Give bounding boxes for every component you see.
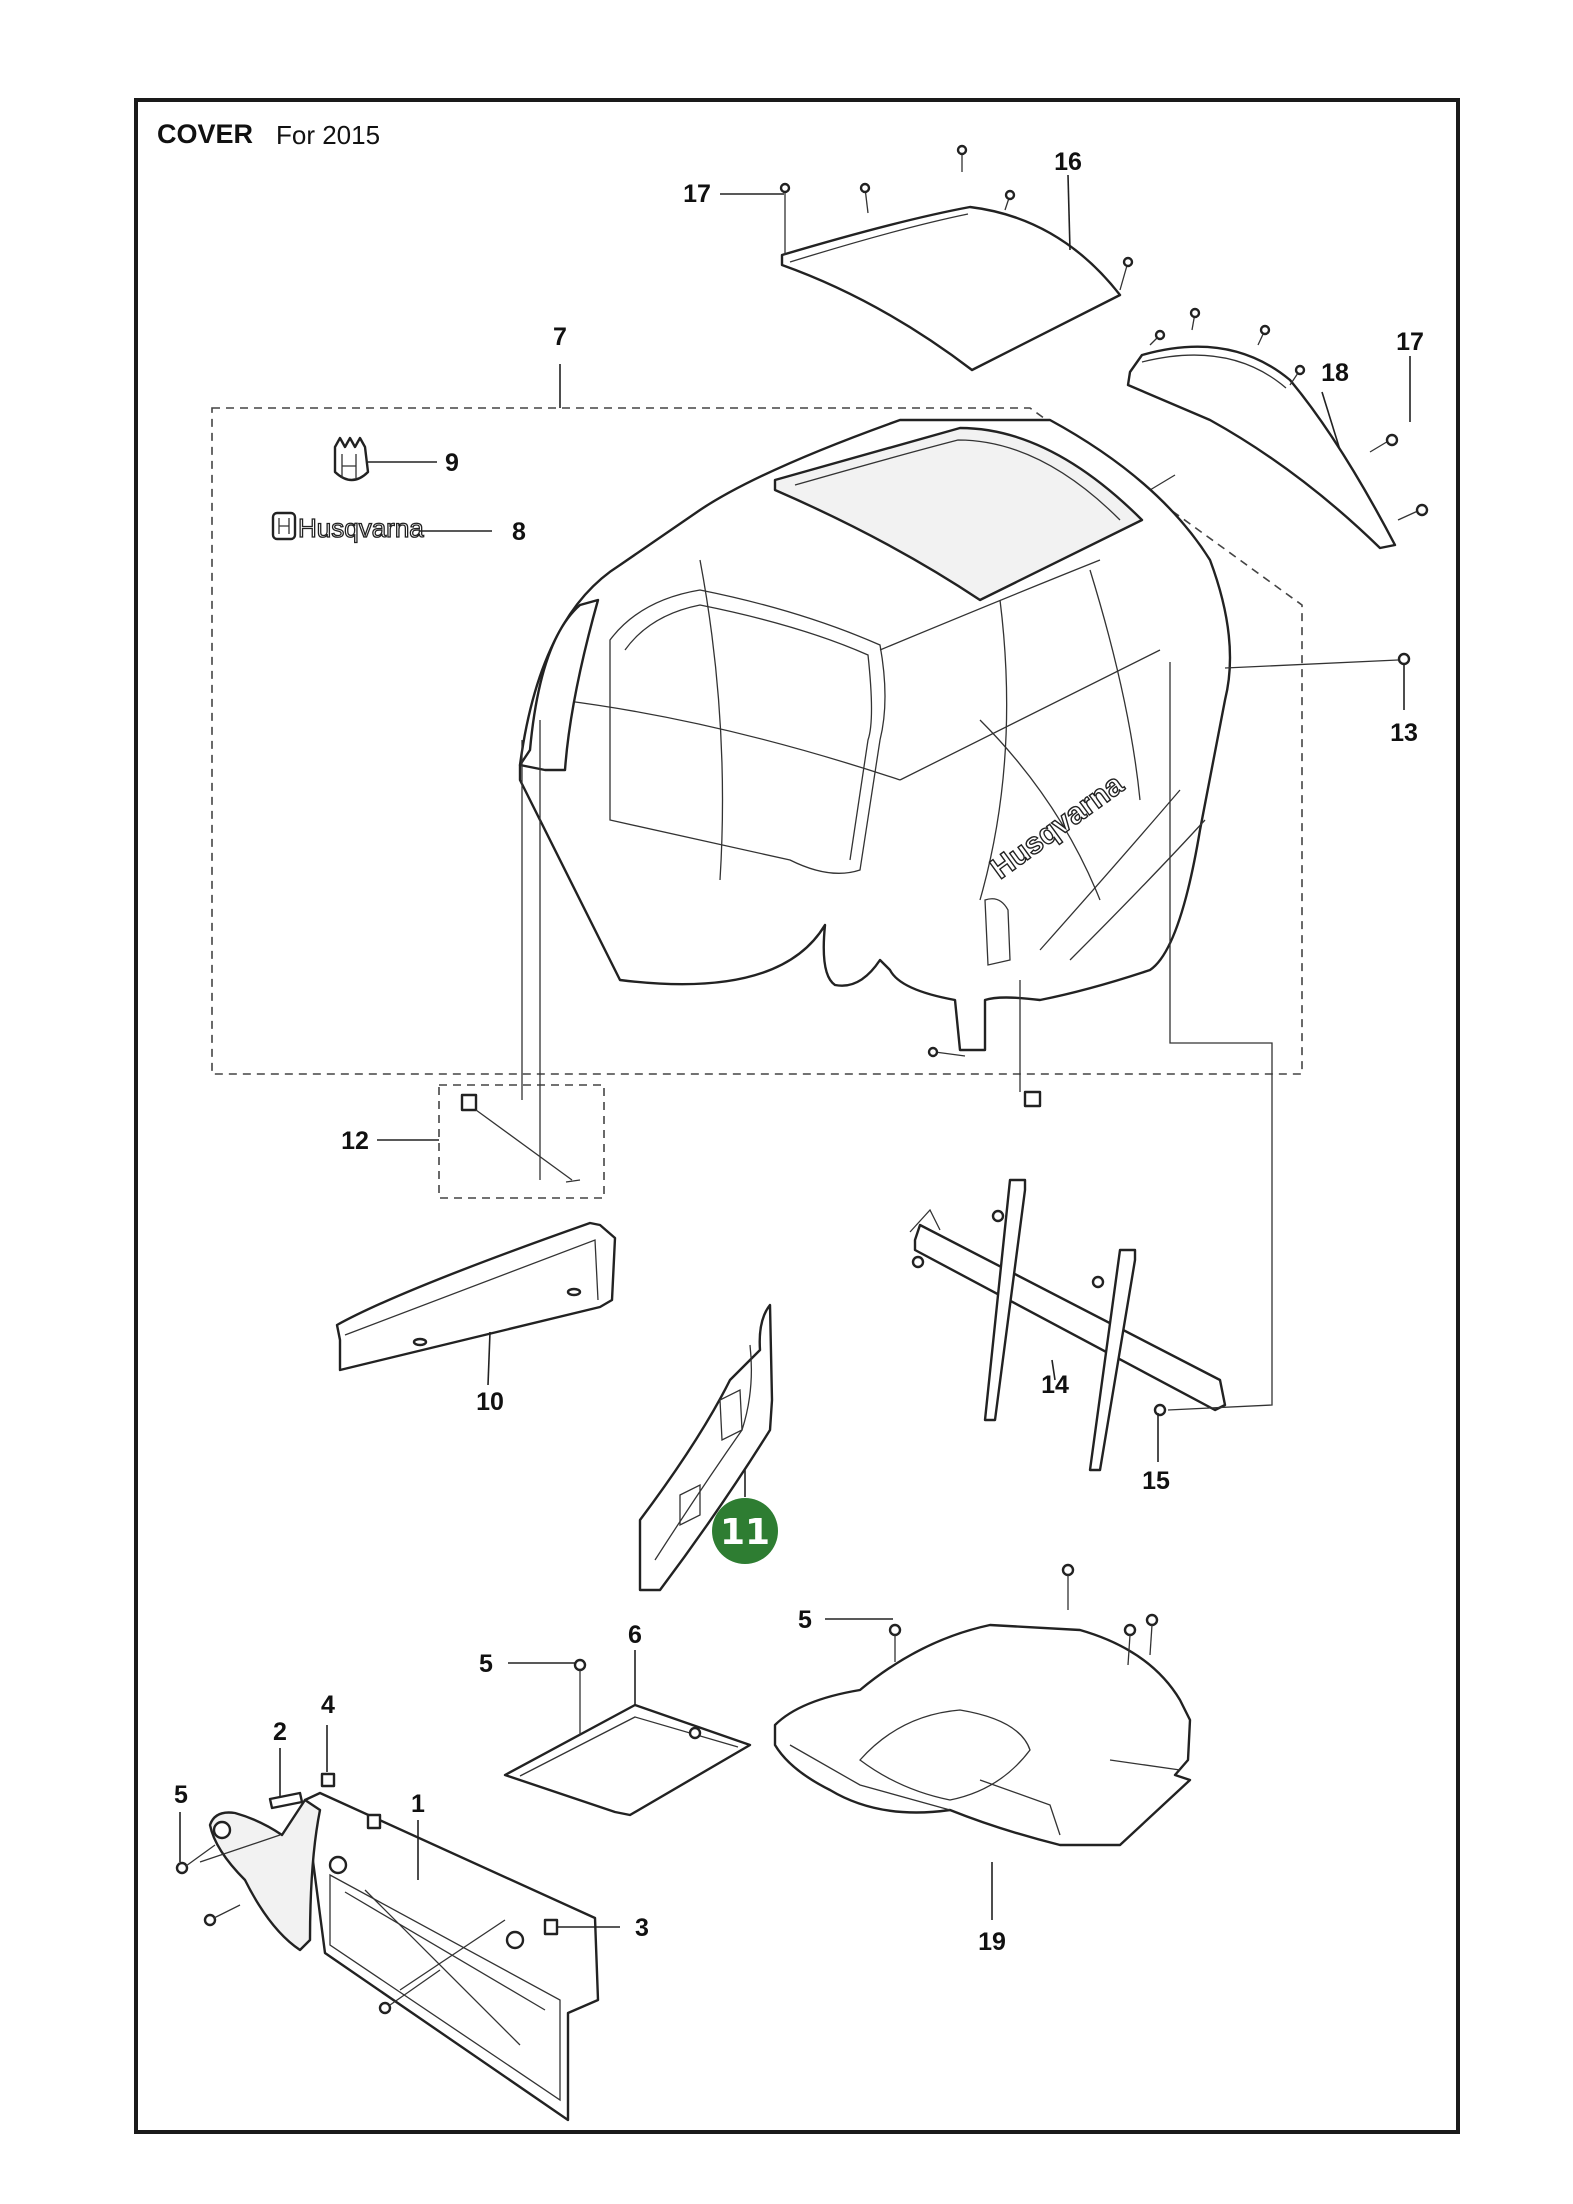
- highlight-circle: [712, 1498, 778, 1564]
- callout-5-housing[interactable]: 5: [174, 1781, 188, 1809]
- part-18-side-panel[interactable]: [1126, 345, 1397, 550]
- callout-7[interactable]: 7: [553, 323, 567, 351]
- part-12-fasteners[interactable]: [460, 720, 581, 1183]
- part-number-labels: 17 16 17 18 7 9 8 13 12 10 14 15 5 5 6 4…: [174, 148, 1424, 1956]
- part-11-highlight-badge[interactable]: 11: [712, 1498, 778, 1564]
- callout-15[interactable]: 15: [1142, 1467, 1170, 1495]
- fasteners-part-18: [1149, 307, 1429, 521]
- part-16-top-panel[interactable]: [780, 205, 1122, 372]
- part-1-fasteners: [175, 1844, 441, 2015]
- callout-19[interactable]: 19: [978, 1928, 1006, 1956]
- callout-5-plate[interactable]: 5: [479, 1650, 493, 1678]
- part-8-brand-decal[interactable]: Husqvarna: [271, 511, 425, 544]
- part-13-screw[interactable]: [1224, 652, 1411, 669]
- highlight-label: 11: [720, 1512, 770, 1553]
- callout-13[interactable]: 13: [1390, 719, 1418, 747]
- callout-8[interactable]: 8: [512, 518, 526, 546]
- callout-5-seat[interactable]: 5: [798, 1606, 812, 1634]
- page-title: COVER: [157, 119, 254, 149]
- callout-6[interactable]: 6: [628, 1621, 642, 1649]
- decal-brand-text: Husqvarna: [298, 513, 424, 543]
- callout-14[interactable]: 14: [1041, 1371, 1069, 1399]
- callout-17-top[interactable]: 17: [683, 180, 711, 208]
- group-boundary-part-12: [438, 1084, 605, 1199]
- diagram-frame: [134, 98, 1460, 2134]
- part-15-clip[interactable]: [1153, 662, 1273, 1417]
- part-3-clip[interactable]: [366, 1813, 559, 1936]
- page-subtitle: For 2015: [276, 120, 381, 150]
- callout-2[interactable]: 2: [273, 1718, 287, 1746]
- part-6-plate[interactable]: [503, 1658, 752, 1817]
- part-2-pin[interactable]: [268, 1791, 304, 1810]
- callout-16[interactable]: 16: [1054, 148, 1082, 176]
- part-10-bracket[interactable]: [335, 1221, 617, 1372]
- callout-17-right[interactable]: 17: [1396, 328, 1424, 356]
- part-7-main-cover[interactable]: Husqvarna: [518, 418, 1232, 1052]
- fasteners-part-16: [779, 144, 1134, 291]
- part-1-housing[interactable]: [199, 1791, 600, 2122]
- callout-4[interactable]: 4: [321, 1691, 335, 1719]
- callout-18[interactable]: 18: [1321, 359, 1349, 387]
- callout-10[interactable]: 10: [476, 1388, 504, 1416]
- part-4-nut[interactable]: [320, 1772, 336, 1788]
- fasteners-part-7-lower: [927, 980, 1042, 1108]
- part-19-seat-base[interactable]: [773, 1563, 1192, 1847]
- callout-1[interactable]: 1: [411, 1790, 425, 1818]
- callout-12[interactable]: 12: [341, 1127, 369, 1155]
- leader-lines: [179, 174, 1411, 1928]
- callout-3[interactable]: 3: [635, 1914, 649, 1942]
- part-14-crossbar[interactable]: [909, 1178, 1227, 1472]
- callout-9[interactable]: 9: [445, 449, 459, 477]
- part-9-crown-emblem[interactable]: [333, 436, 370, 482]
- part-11-side-panel[interactable]: [638, 1303, 774, 1592]
- group-boundary-part-7: [211, 407, 1303, 1075]
